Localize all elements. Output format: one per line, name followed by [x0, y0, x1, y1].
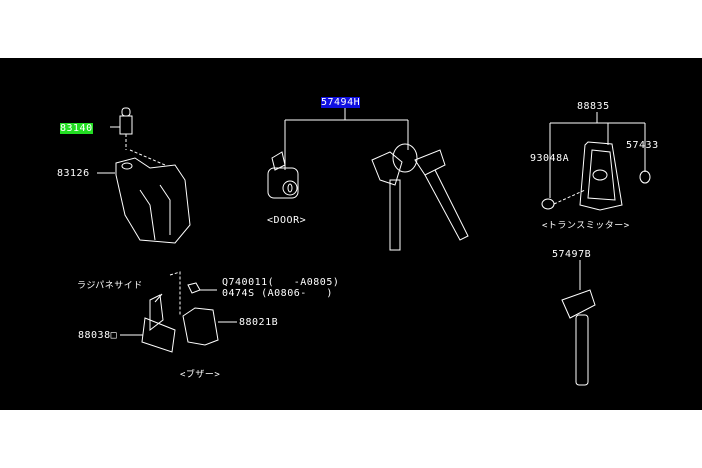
- door-lock-drawing: [267, 151, 299, 199]
- part-88038-label[interactable]: 88038□: [78, 330, 118, 341]
- part-0474S-label[interactable]: 0474S (A0806- ): [222, 288, 333, 299]
- parts-diagram: 83140 83126 57494H <DOOR> 88835 93048A 5…: [0, 58, 702, 410]
- part-57497B-label[interactable]: 57497B: [552, 249, 592, 260]
- part-83140-label[interactable]: 83140: [60, 123, 93, 134]
- bracket-83126-drawing: [97, 149, 191, 244]
- leader-57494H: [284, 108, 409, 170]
- part-57494H-label[interactable]: 57494H: [321, 97, 361, 108]
- keys-drawing: [371, 143, 469, 251]
- bolt-83140-drawing: [110, 107, 133, 150]
- buzzer-caption: <ブザー>: [180, 370, 221, 380]
- transmitter-drawing: [541, 112, 651, 211]
- diagram-id: A580001148: [632, 402, 692, 412]
- line-art: [97, 107, 651, 386]
- radiator-side-label: ラジパネサイド: [77, 281, 143, 291]
- door-caption: <DOOR>: [267, 215, 307, 226]
- key-57497B-drawing: [561, 260, 596, 386]
- part-88835-label[interactable]: 88835: [577, 101, 610, 112]
- part-93048A-label[interactable]: 93048A: [530, 153, 570, 164]
- buzzer-drawing: [120, 271, 237, 353]
- part-83126-label[interactable]: 83126: [57, 168, 90, 179]
- transmitter-caption: <トランスミッター>: [542, 221, 630, 231]
- part-88021B-label[interactable]: 88021B: [239, 317, 279, 328]
- part-Q740011-label[interactable]: Q740011( -A0805): [222, 277, 340, 288]
- part-57433-label[interactable]: 57433: [626, 140, 659, 151]
